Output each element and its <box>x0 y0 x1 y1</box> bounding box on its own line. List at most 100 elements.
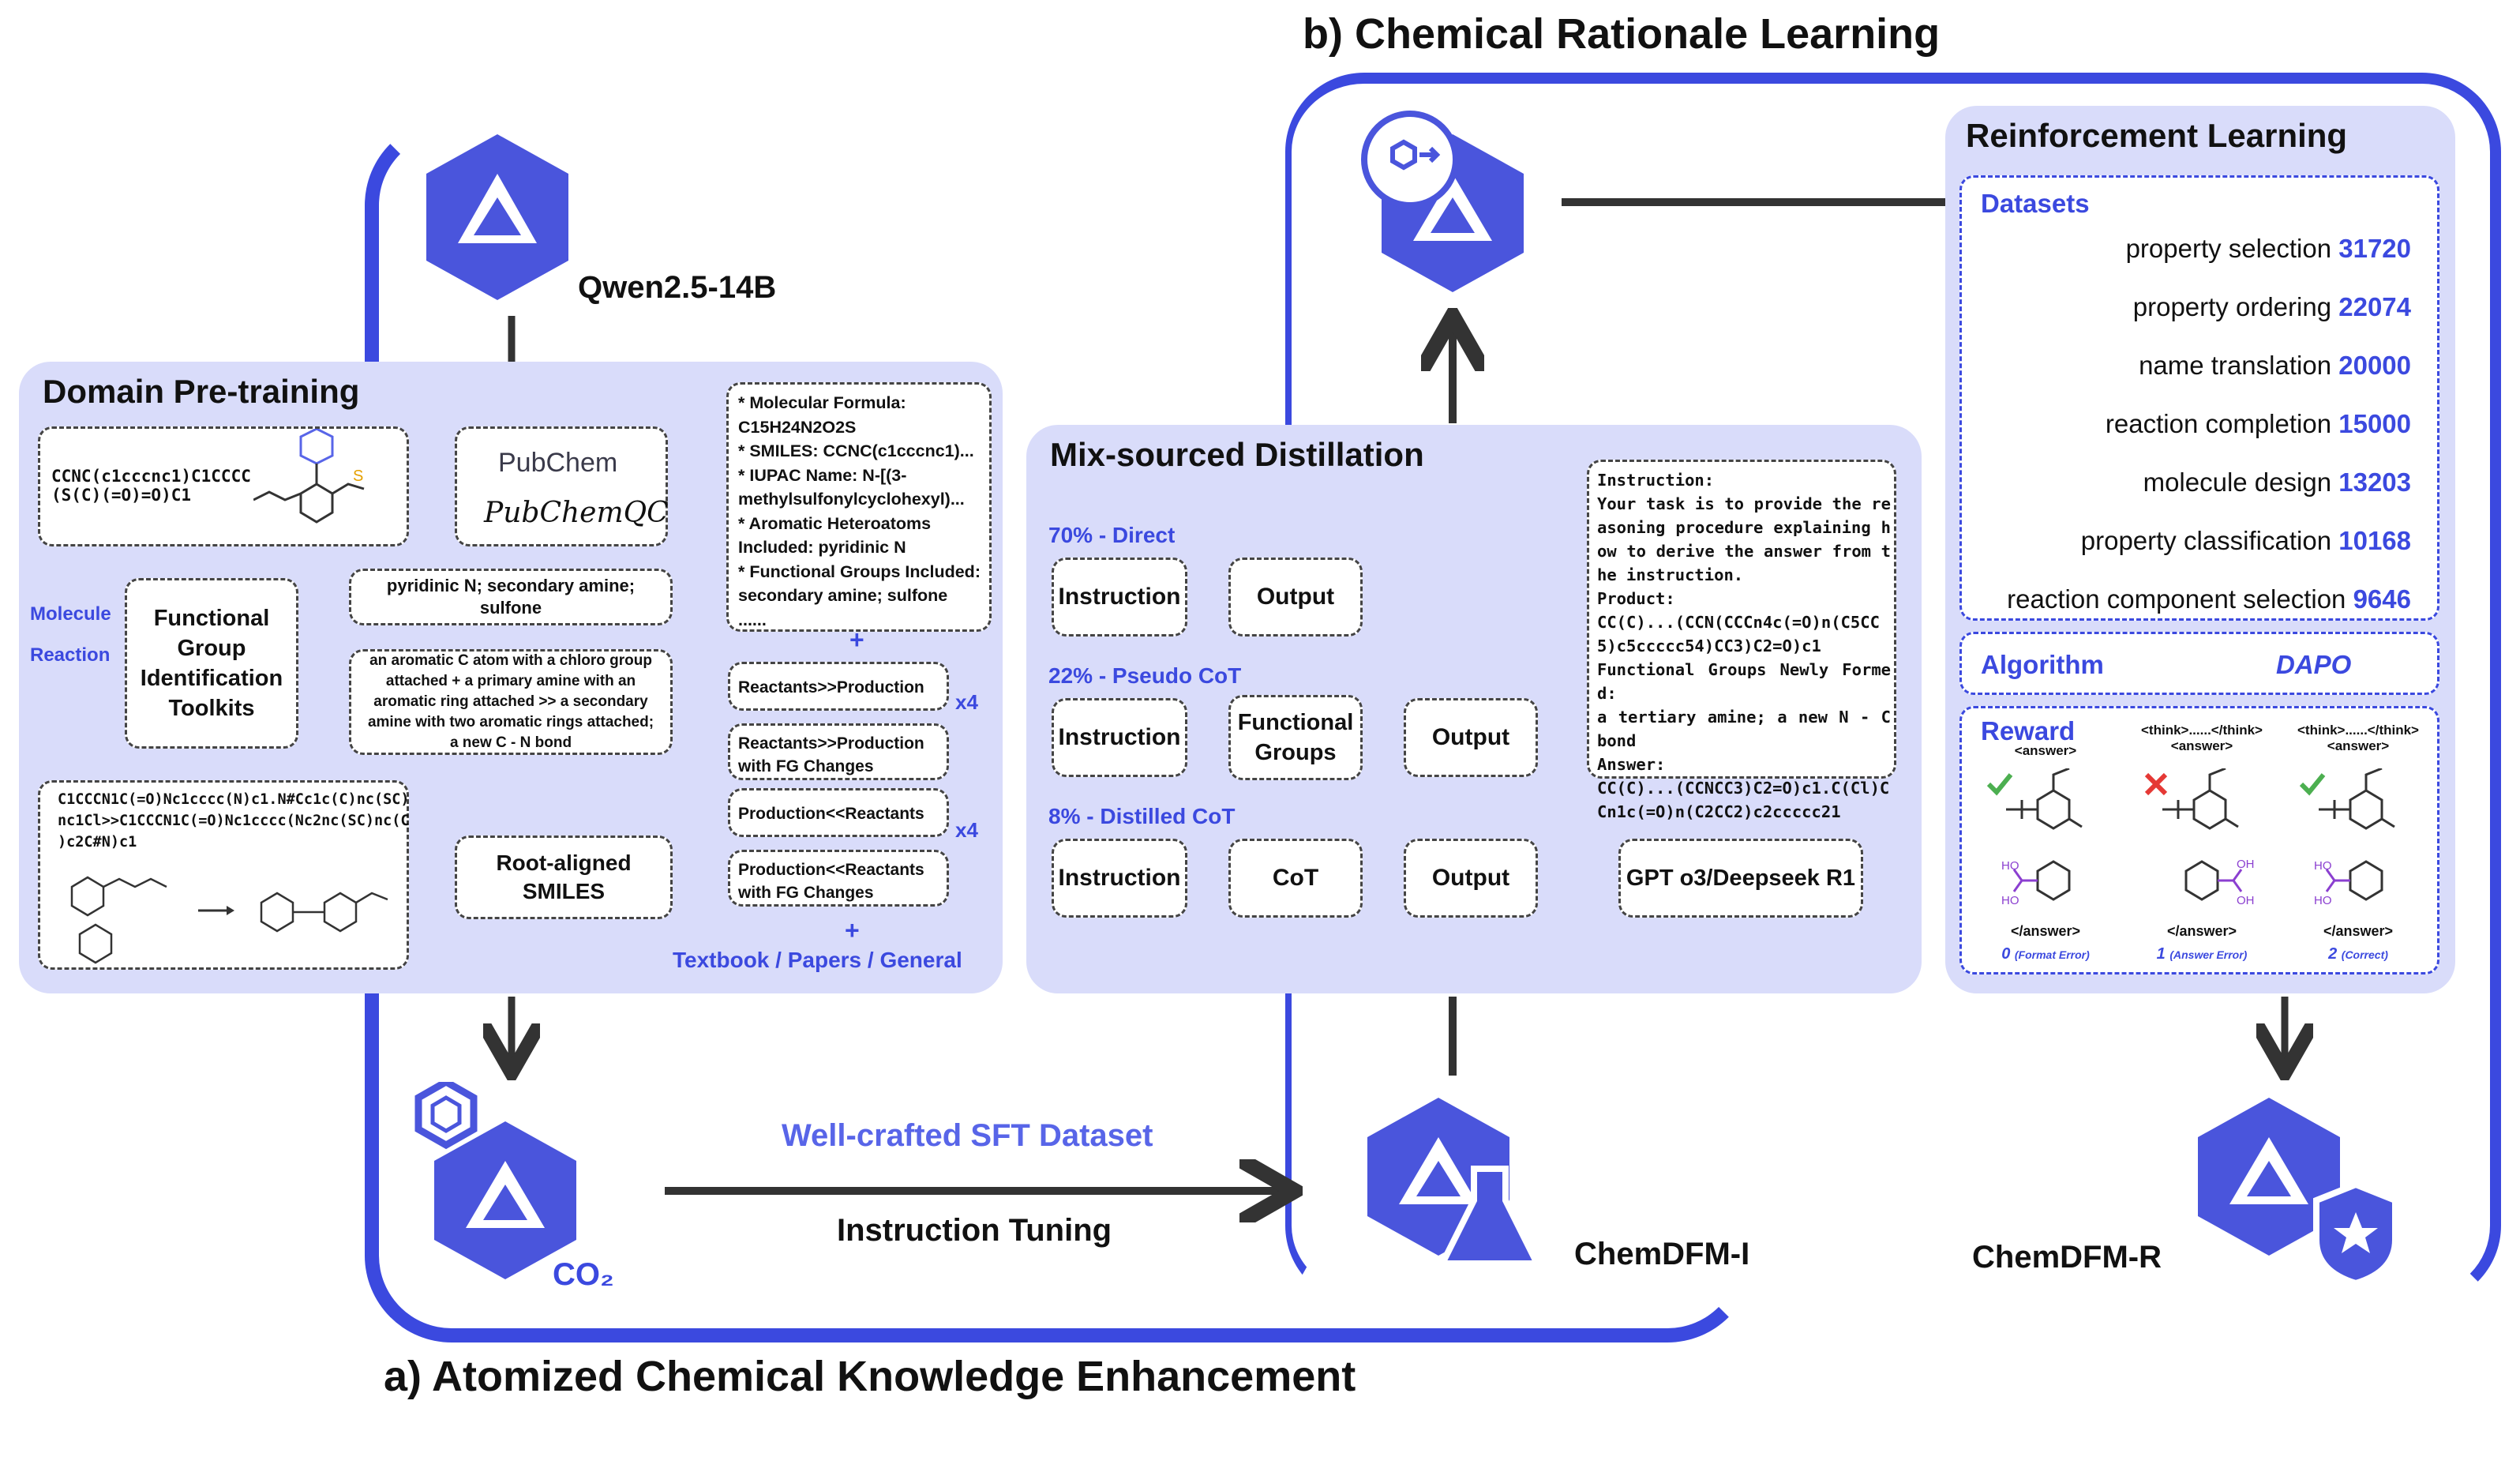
svg-text:HO: HO <box>2314 859 2332 873</box>
reward-score-value: 0 <box>2001 945 2011 963</box>
task-label-4: Production<<Reactants with FG Changes <box>738 861 924 902</box>
rl-dataset-name: name translation <box>2139 351 2332 380</box>
reward-score: 2 (Correct) <box>2281 945 2436 963</box>
molecule-info-text: * Molecular Formula: C15H24N2O2S * SMILE… <box>738 393 981 629</box>
distilled-output-box: Output <box>1404 839 1538 918</box>
prompt-template-text: Instruction: Your task is to provide the… <box>1597 471 1891 821</box>
functional-groups-label: Functional Groups <box>1237 710 1354 765</box>
qwen-logo-icon <box>411 126 584 308</box>
reward-tail: </answer> <box>2166 923 2237 939</box>
reward-col-2: <think>......</think> <answer> HO HO </a… <box>2281 723 2436 974</box>
reward-score: 0 (Format Error) <box>1968 945 2123 963</box>
rl-dataset-count: 10168 <box>2338 526 2411 555</box>
task-box-1: Reactants>>Production <box>728 662 949 711</box>
rl-dataset-count: 13203 <box>2338 468 2411 497</box>
molecule-icon: HO HO <box>2001 768 2083 907</box>
task-box-4: Production<<Reactants with FG Changes <box>728 850 949 907</box>
molecule-info-box: * Molecular Formula: C15H24N2O2S * SMILE… <box>726 382 992 632</box>
instruction-tuning-label: Instruction Tuning <box>837 1213 1112 1248</box>
co2-label: CO₂ <box>553 1257 614 1292</box>
molecule-structure-icon: S <box>253 429 365 524</box>
svg-text:S: S <box>353 468 363 485</box>
x4-label-top: x4 <box>955 690 978 714</box>
fg-toolkit-label[interactable]: Functional Group Identification Toolkits <box>140 606 283 721</box>
rl-dataset-3: reaction completion 15000 <box>2106 409 2411 439</box>
distilled-output-label: Output <box>1431 865 1510 891</box>
direct-instruction-label: Instruction <box>1058 584 1181 610</box>
rl-dataset-2: name translation 20000 <box>2139 351 2411 381</box>
sft-dataset-label: Well-crafted SFT Dataset <box>782 1118 1153 1153</box>
svg-text:HO: HO <box>2314 894 2332 907</box>
rl-dataset-6: reaction component selection 9646 <box>2007 584 2411 614</box>
cot-label: CoT <box>1272 865 1319 891</box>
rl-algorithm-box: Algorithm DAPO <box>1959 632 2439 695</box>
distilled-cot-ratio-label: 8% - Distilled CoT <box>1048 804 1236 828</box>
direct-ratio-label: 70% - Direct <box>1048 523 1176 547</box>
rl-dataset-name: reaction component selection <box>2007 584 2346 614</box>
reward-col-1: <think>......</think> <answer> OH OH </a… <box>2124 723 2279 974</box>
rl-dataset-count: 20000 <box>2338 351 2411 380</box>
x4-label-bottom: x4 <box>955 818 978 842</box>
rl-dataset-count: 9646 <box>2353 584 2411 614</box>
reward-score-value: 2 <box>2328 945 2338 963</box>
reward-score-note: (Correct) <box>2341 948 2388 961</box>
task-box-2: Reactants>>Production with FG Changes <box>728 723 949 780</box>
reward-head: <think>......</think> <answer> <box>2141 723 2263 753</box>
plus-sign-bottom: + <box>845 916 860 944</box>
reaction-cycle-icon <box>1355 104 1465 215</box>
task-label-2: Reactants>>Production with FG Changes <box>738 734 924 775</box>
pretraining-title: Domain Pre-training <box>43 373 360 410</box>
reaction-scheme-icon <box>70 876 388 964</box>
rl-dataset-name: molecule design <box>2143 468 2332 497</box>
task-label-3: Production<<Reactants <box>738 805 924 823</box>
cross-icon <box>2144 772 2168 796</box>
reaction-description-box: an aromatic C atom with a chloro group a… <box>349 649 673 755</box>
rl-reward-box: Reward <answer> HO HO </answer> 0 (Forma… <box>1959 706 2439 974</box>
molecule-icon: HO HO <box>2314 768 2395 907</box>
pubchem-logo: PubChem <box>498 448 618 478</box>
fg-toolkit-box: Functional Group Identification Toolkits <box>125 578 298 749</box>
check-icon <box>2299 773 2326 796</box>
rl-title: Reinforcement Learning <box>1966 117 2348 154</box>
chemdfm-i-icon <box>1344 1082 1549 1287</box>
rl-dataset-list: property selection 31720 property orderi… <box>1959 175 2439 621</box>
plus-sign: + <box>849 625 864 654</box>
reward-tail: </answer> <box>2323 923 2394 939</box>
chemdfm-i-name: ChemDFM-I <box>1574 1237 1750 1271</box>
reward-head: <answer> <box>2014 743 2077 758</box>
direct-output-label: Output <box>1256 584 1335 610</box>
rl-dataset-name: property ordering <box>2132 292 2332 321</box>
chemdfm-r-icon <box>2166 1082 2403 1287</box>
co2-model-icon <box>403 1082 608 1287</box>
pubchemqc-logo: PubChemQC <box>484 497 669 529</box>
distillation-title: Mix-sourced Distillation <box>1050 436 1424 473</box>
rl-reward-label: Reward <box>1981 716 2076 745</box>
pseudo-output-label: Output <box>1431 724 1510 750</box>
rl-dataset-5: property classification 10168 <box>2081 526 2411 556</box>
data-sources-label: Textbook / Papers / General <box>673 948 962 972</box>
molecule-icon: OH OH <box>2162 768 2255 907</box>
reward-head: <think>......</think> <answer> <box>2297 723 2419 753</box>
base-model-name: Qwen2.5-14B <box>578 270 777 305</box>
svg-text:HO: HO <box>2001 894 2019 907</box>
reward-col-0: <answer> HO HO </answer> 0 (Format Error… <box>1968 740 2123 974</box>
functional-groups-box: Functional Groups <box>1228 695 1363 780</box>
reward-score-value: 1 <box>2156 945 2166 963</box>
svg-text:OH: OH <box>2237 858 2255 871</box>
root-aligned-box: Root-aligned SMILES <box>455 836 673 919</box>
reaction-smiles-box: C1CCCN1C(=O)Nc1cccc(N)c1.N#Cc1c(C)nc(SC)… <box>38 780 410 970</box>
rl-algorithm-name: DAPO <box>2276 650 2352 679</box>
cot-box: CoT <box>1228 839 1363 918</box>
distilled-instruction-box: Instruction <box>1052 839 1187 918</box>
direct-output-box: Output <box>1228 558 1363 636</box>
molecule-label: Molecule <box>30 603 111 625</box>
section-b-title: b) Chemical Rationale Learning <box>1303 10 1941 58</box>
chemdfm-r-name: ChemDFM-R <box>1972 1240 2162 1275</box>
reward-score-note: (Format Error) <box>2014 948 2090 961</box>
rl-algorithm-label: Algorithm <box>1981 650 2104 679</box>
reaction-smiles: C1CCCN1C(=O)Nc1cccc(N)c1.N#Cc1c(C)nc(SC)… <box>58 791 410 851</box>
molecule-smiles: CCNC(c1cccnc1)C1CCCC (S(C)(=O)=O)C1 <box>51 467 251 505</box>
check-icon <box>1986 773 2013 796</box>
reward-score: 1 (Answer Error) <box>2124 945 2279 963</box>
fg-result-box: pyridinic N; secondary amine; sulfone <box>349 569 673 625</box>
